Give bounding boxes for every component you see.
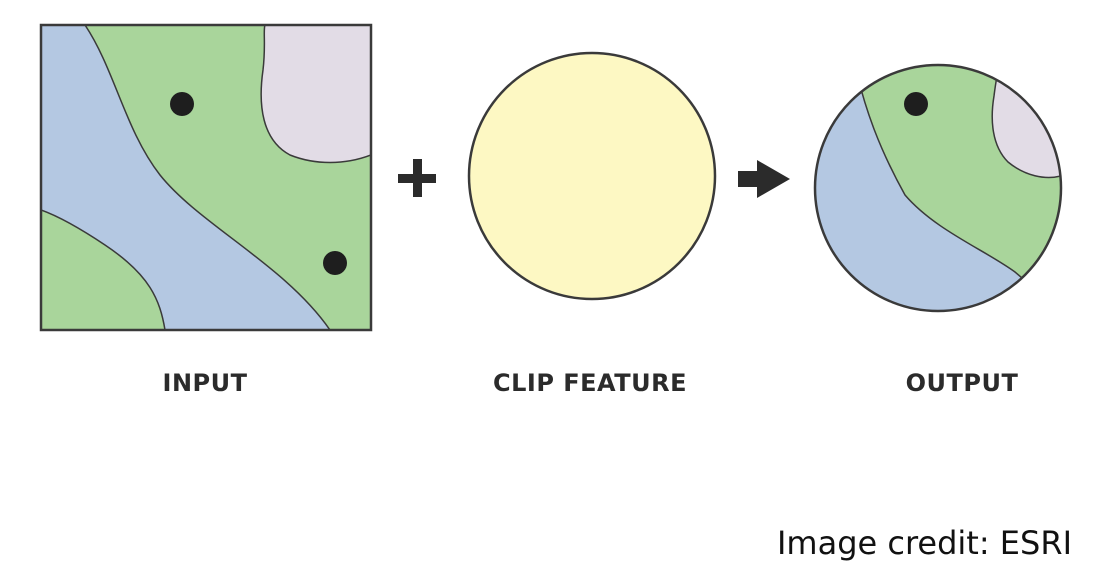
input-point-feature	[170, 92, 194, 116]
output-label: OUTPUT	[905, 369, 1019, 397]
input-border	[39, 23, 373, 332]
clip-feature-circle	[467, 51, 717, 301]
input-map	[39, 23, 373, 332]
input-label: INPUT	[162, 369, 248, 397]
output-border	[813, 63, 1063, 313]
right-arrow-icon	[738, 160, 790, 198]
image-credit: Image credit: ESRI	[776, 524, 1072, 562]
input-point-feature	[323, 251, 347, 275]
output-map	[813, 63, 1063, 313]
input-water-region	[41, 25, 331, 330]
plus-icon	[398, 159, 436, 197]
output-water-region	[815, 65, 1061, 311]
output-point-feature	[904, 92, 928, 116]
input-urban-region	[260, 25, 371, 164]
clip-feature-label: CLIP FEATURE	[492, 369, 687, 397]
